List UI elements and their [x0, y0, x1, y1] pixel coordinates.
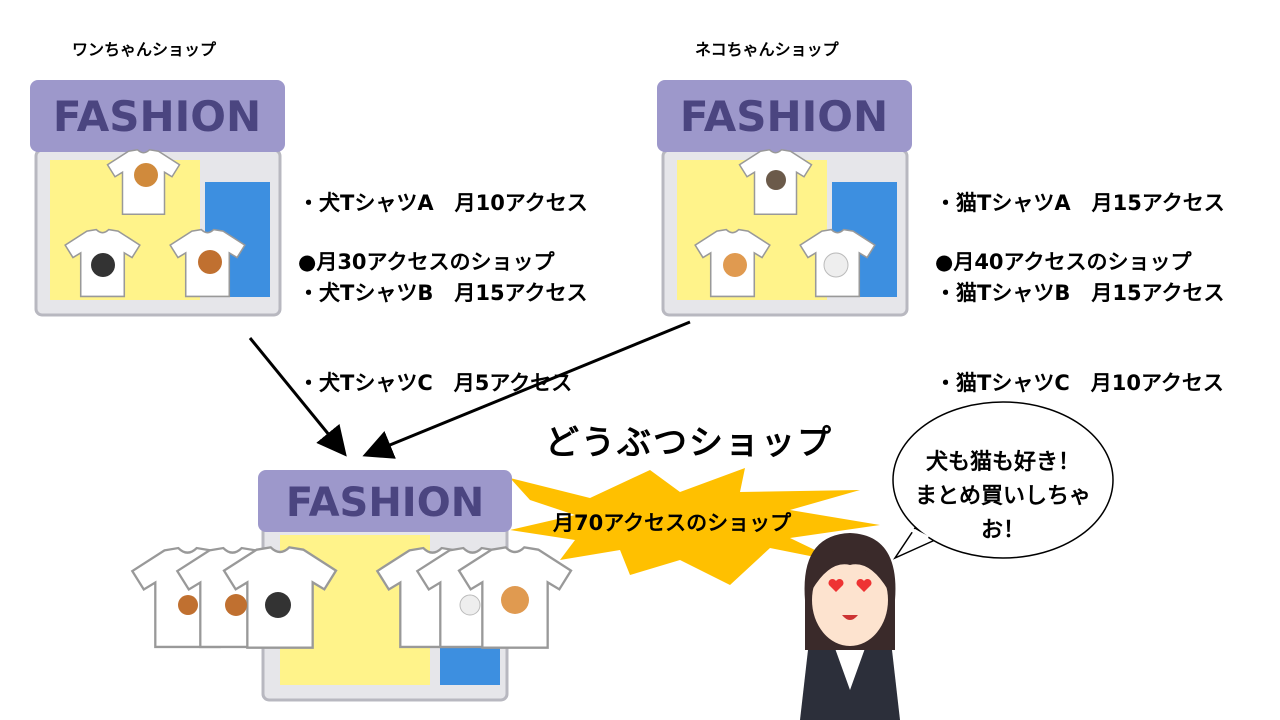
dog-shop-item-list: ・犬TシャツA 月10アクセス ・犬TシャツB 月15アクセス ・犬TシャツC …: [298, 128, 588, 428]
cat-shop-item: ・猫TシャツC 月10アクセス: [935, 371, 1224, 395]
dog-shop-total: ●月30アクセスのショップ: [298, 250, 555, 274]
speech-text: 犬も猫も好き！ まとめ買いしちゃお！: [903, 446, 1103, 548]
speech-line-2: まとめ買いしちゃお！: [914, 484, 1091, 543]
cat-shop-store: FASHION: [657, 80, 912, 317]
dog-shop-item: ・犬TシャツA 月10アクセス: [298, 191, 588, 215]
dog-shop-name: ワンちゃんショップ: [72, 40, 217, 59]
animal-shop-sign: FASHION: [286, 480, 484, 526]
animal-shop-burst-text: 月70アクセスのショップ: [553, 511, 792, 535]
cat-shop-sign: FASHION: [680, 92, 888, 141]
cat-shop-item: ・猫TシャツA 月15アクセス: [935, 191, 1225, 215]
dog-shop-store: FASHION: [30, 80, 285, 317]
dog-shop-sign: FASHION: [53, 92, 261, 141]
cat-shop-name: ネコちゃんショップ: [695, 40, 839, 59]
cat-shop-total: ●月40アクセスのショップ: [935, 250, 1192, 274]
customer-woman-icon: [800, 533, 900, 720]
speech-line-1: 犬も猫も好き！: [925, 450, 1080, 475]
animal-shop-title: どうぶつショップ: [545, 423, 833, 463]
arrow-dog-to-animal: [248, 337, 347, 457]
speech-bubble: [892, 401, 1114, 560]
arrow-cat-to-animal: [362, 320, 691, 459]
animal-shop-store: FASHION: [131, 470, 573, 702]
cat-shop-item: ・猫TシャツB 月15アクセス: [935, 281, 1225, 305]
starburst: [510, 468, 880, 585]
dog-shop-item: ・犬TシャツC 月5アクセス: [298, 371, 573, 395]
cat-shop-item-list: ・猫TシャツA 月15アクセス ・猫TシャツB 月15アクセス ・猫TシャツC …: [935, 128, 1225, 428]
dog-shop-item: ・犬TシャツB 月15アクセス: [298, 281, 588, 305]
